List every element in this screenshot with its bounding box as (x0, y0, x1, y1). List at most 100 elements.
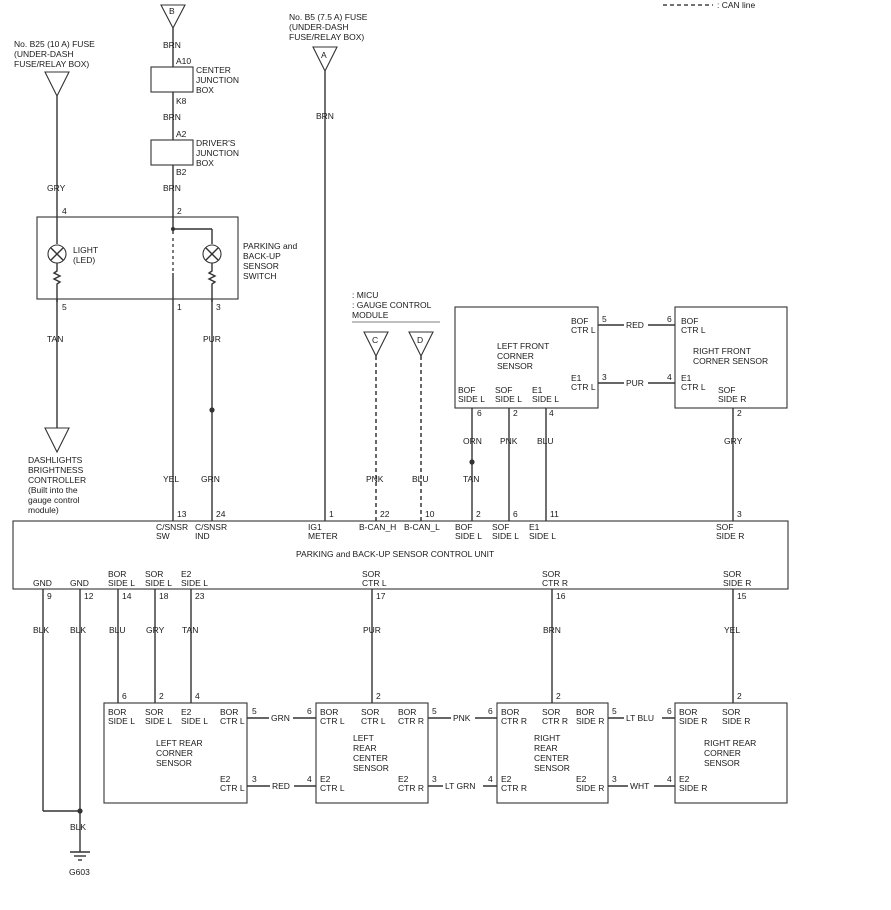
svg-text:(UNDER-DASH: (UNDER-DASH (14, 49, 74, 59)
label-bg (624, 318, 648, 330)
label-bg (451, 711, 475, 723)
wire-label-brn: BRN (163, 183, 181, 193)
svg-text:CTR L: CTR L (220, 783, 245, 793)
svg-text:REAR: REAR (353, 743, 377, 753)
svg-text:SENSOR: SENSOR (534, 763, 570, 773)
wire-label-yel: YEL (163, 474, 179, 484)
parking-backup-sensor-control-unit (12, 520, 789, 590)
svg-text:module): module) (28, 505, 59, 515)
svg-text:BRIGHTNESS: BRIGHTNESS (28, 465, 84, 475)
cu-pin-number: 17 (376, 591, 386, 601)
cu-pin-label: CTR R (542, 578, 568, 588)
wire-label-pnk: PNK (453, 713, 471, 723)
svg-text:(Built into the: (Built into the (28, 485, 78, 495)
left-rear-corner-sensor-label: LEFT REAR CORNER SENSOR (156, 738, 203, 768)
svg-text:E2: E2 (576, 774, 587, 784)
lrc-pin-3: 3 (252, 774, 257, 784)
rf-pin-2: 2 (737, 408, 742, 418)
cu-pin-label: SOR (362, 569, 380, 579)
svg-text:CTR L: CTR L (571, 382, 596, 392)
svg-text:CORNER SENSOR: CORNER SENSOR (693, 356, 768, 366)
connector-b-triangle (160, 4, 186, 30)
switch-pin-2: 2 (177, 206, 182, 216)
svg-text:FUSE/RELAY BOX): FUSE/RELAY BOX) (14, 59, 89, 69)
center-junction-box-label: CENTER JUNCTION BOX (196, 65, 239, 95)
cu-pin-label: BOF (455, 522, 472, 532)
wire-label-tan: TAN (47, 334, 63, 344)
wire-label-brn: BRN (163, 40, 181, 50)
right-rear-corner-sensor-label: RIGHT REAR CORNER SENSOR (704, 738, 756, 768)
label-bg (270, 779, 294, 791)
svg-text:SIDE R: SIDE R (679, 783, 707, 793)
svg-text:SOR: SOR (722, 707, 740, 717)
rrce-pin-3: 3 (612, 774, 617, 784)
control-unit-title: PARKING and BACK-UP SENSOR CONTROL UNIT (296, 549, 494, 559)
lrce-pin-6: 6 (307, 706, 312, 716)
svg-text:E2: E2 (501, 774, 512, 784)
svg-text:SOR: SOR (361, 707, 379, 717)
svg-text:CTR R: CTR R (398, 716, 424, 726)
svg-text:E2: E2 (220, 774, 231, 784)
svg-text:E2: E2 (398, 774, 409, 784)
cu-pin-number: 14 (122, 591, 132, 601)
svg-text:REAR: REAR (534, 743, 558, 753)
drivers-junction-box-label: DRIVER'S JUNCTION BOX (196, 138, 239, 168)
label-bg (443, 779, 483, 791)
wire-label-wht: WHT (630, 781, 649, 791)
svg-text:SENSOR: SENSOR (497, 361, 533, 371)
svg-text:BACK-UP: BACK-UP (243, 251, 281, 261)
wire-label-pur: PUR (203, 334, 221, 344)
svg-text:DRIVER'S: DRIVER'S (196, 138, 236, 148)
pin-a2: A2 (176, 129, 187, 139)
cu-pin-number: 11 (550, 509, 559, 519)
cu-pin-label: SOF (492, 522, 509, 532)
svg-text:E2: E2 (320, 774, 331, 784)
svg-text:CTR L: CTR L (681, 325, 706, 335)
micu-gauge-module-label: : MICU : GAUGE CONTROL MODULE (352, 290, 432, 320)
svg-text:RIGHT REAR: RIGHT REAR (704, 738, 756, 748)
connector-c-triangle (363, 331, 389, 358)
svg-text:CONTROLLER: CONTROLLER (28, 475, 86, 485)
svg-text:(LED): (LED) (73, 255, 95, 265)
cu-pin-label: SIDE R (716, 531, 744, 541)
splice-point (77, 808, 83, 814)
lrc-pin-5: 5 (252, 706, 257, 716)
wire-label-blu: BLU (109, 625, 126, 635)
svg-text:SOF: SOF (718, 385, 735, 395)
fuse-b25-label: No. B25 (10 A) FUSE (UNDER-DASH FUSE/REL… (14, 39, 95, 69)
svg-text:E1: E1 (532, 385, 543, 395)
light-led-label: LIGHT (LED) (73, 245, 98, 265)
right-front-corner-sensor-label: RIGHT FRONT CORNER SENSOR (693, 346, 768, 366)
parking-switch-label: PARKING and BACK-UP SENSOR SWITCH (243, 241, 297, 281)
left-rear-center-sensor-label: LEFT REAR CENTER SENSOR (353, 733, 389, 773)
svg-text:: MICU: : MICU (352, 290, 378, 300)
wire-label-blk: BLK (70, 822, 86, 832)
cu-pin-number: 1 (329, 509, 334, 519)
cu-pin-label: IG1 (308, 522, 322, 532)
cu-pin-label: C/SNSR (156, 522, 188, 532)
cu-pin-label: BOR (108, 569, 126, 579)
center-junction-box (150, 66, 194, 93)
svg-text:SIDE L: SIDE L (458, 394, 485, 404)
svg-text:CTR R: CTR R (398, 783, 424, 793)
cu-pin-label: SW (156, 531, 170, 541)
fuse-b5-label: No. B5 (7.5 A) FUSE (UNDER-DASH FUSE/REL… (289, 12, 368, 42)
svg-text:CTR R: CTR R (542, 716, 568, 726)
lf-pin-6: 6 (477, 408, 482, 418)
wire-label-pur: PUR (363, 625, 381, 635)
svg-text:SIDE R: SIDE R (679, 716, 707, 726)
lf-bof-side-l: BOF SIDE L (458, 385, 485, 404)
cu-pin-number: 22 (380, 509, 390, 519)
svg-text:CENTER: CENTER (353, 753, 388, 763)
svg-text:SIDE L: SIDE L (108, 716, 135, 726)
